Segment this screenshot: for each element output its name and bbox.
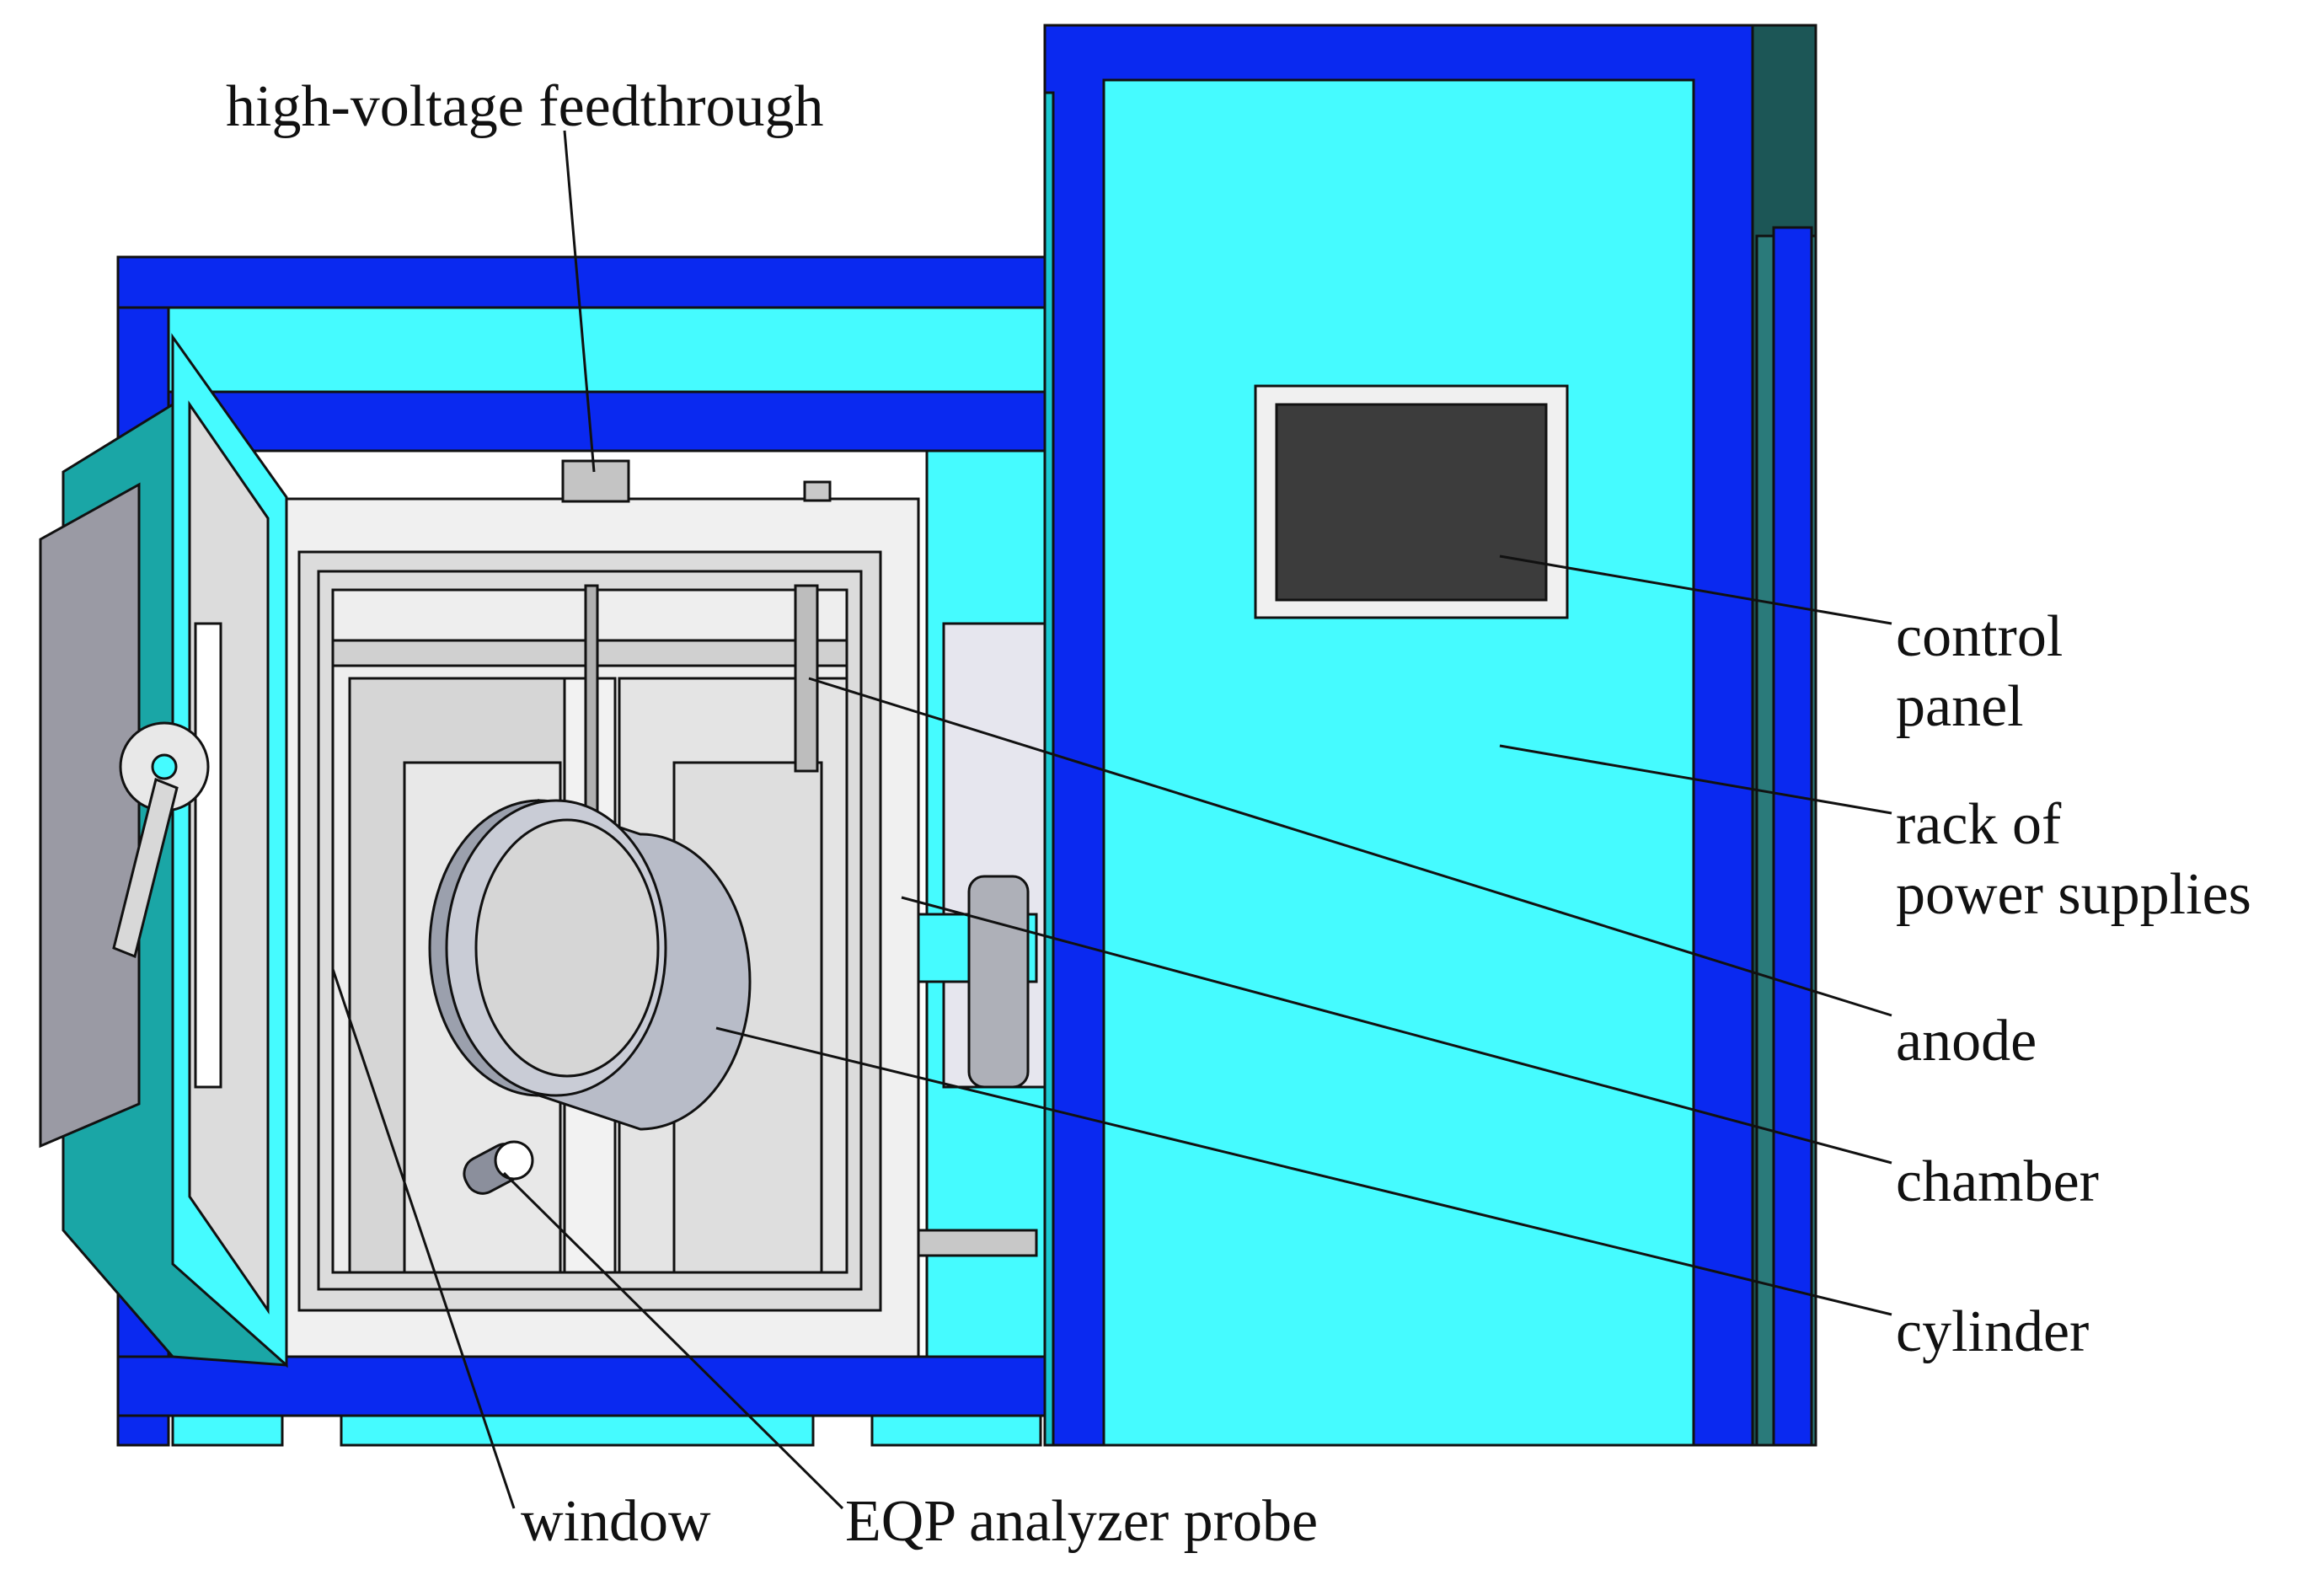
leader-window [331, 968, 516, 1509]
label-window: window [521, 1489, 711, 1554]
frame-middle-beam [167, 390, 1046, 453]
side-port-rod [917, 1229, 1038, 1257]
leader-rack [1499, 744, 1892, 815]
door-window-slot [194, 622, 222, 1089]
label-control-panel: control panel [1896, 604, 2063, 739]
frame-top-beam [116, 255, 1046, 309]
probe-tip [494, 1140, 534, 1181]
door-handle-lever [112, 777, 179, 959]
rack-left-strip [1043, 91, 1055, 1447]
control-panel-screen [1275, 403, 1548, 602]
label-anode: anode [1896, 1009, 2037, 1074]
label-cylinder: cylinder [1896, 1299, 2090, 1364]
door-gray-panel [39, 482, 141, 1149]
leader-anode [808, 677, 1892, 1017]
chamber-inner-rim [317, 570, 863, 1291]
frame-bottom-panel-3 [870, 1414, 1042, 1447]
leader-cylinder [715, 1026, 1892, 1316]
leader-probe [502, 1171, 844, 1510]
label-chamber: chamber [1896, 1149, 2099, 1214]
label-rack-of-power-supplies: rack of power supplies [1896, 792, 2251, 927]
cylinder-inner-opening [474, 818, 660, 1078]
side-port-flange [967, 875, 1030, 1089]
feedthrough-fitting [561, 459, 630, 503]
leader-chamber [901, 896, 1892, 1165]
leader-feedthrough [563, 130, 596, 473]
frame-bottom-panel-1 [171, 1414, 284, 1447]
label-eqp-analyzer-probe: EQP analyzer probe [845, 1489, 1319, 1554]
leader-control-panel [1499, 554, 1892, 625]
frame-bottom-panel-2 [340, 1414, 815, 1447]
rack-side-strip [1772, 226, 1813, 1447]
frame-back-panel [167, 306, 1046, 394]
anode-plate [794, 584, 819, 773]
door-handle-center [151, 753, 178, 780]
anode-holder-cap [803, 480, 832, 502]
frame-bottom-beam [116, 1355, 1046, 1417]
label-high-voltage-feedthrough: high-voltage feedthrough [226, 74, 824, 139]
